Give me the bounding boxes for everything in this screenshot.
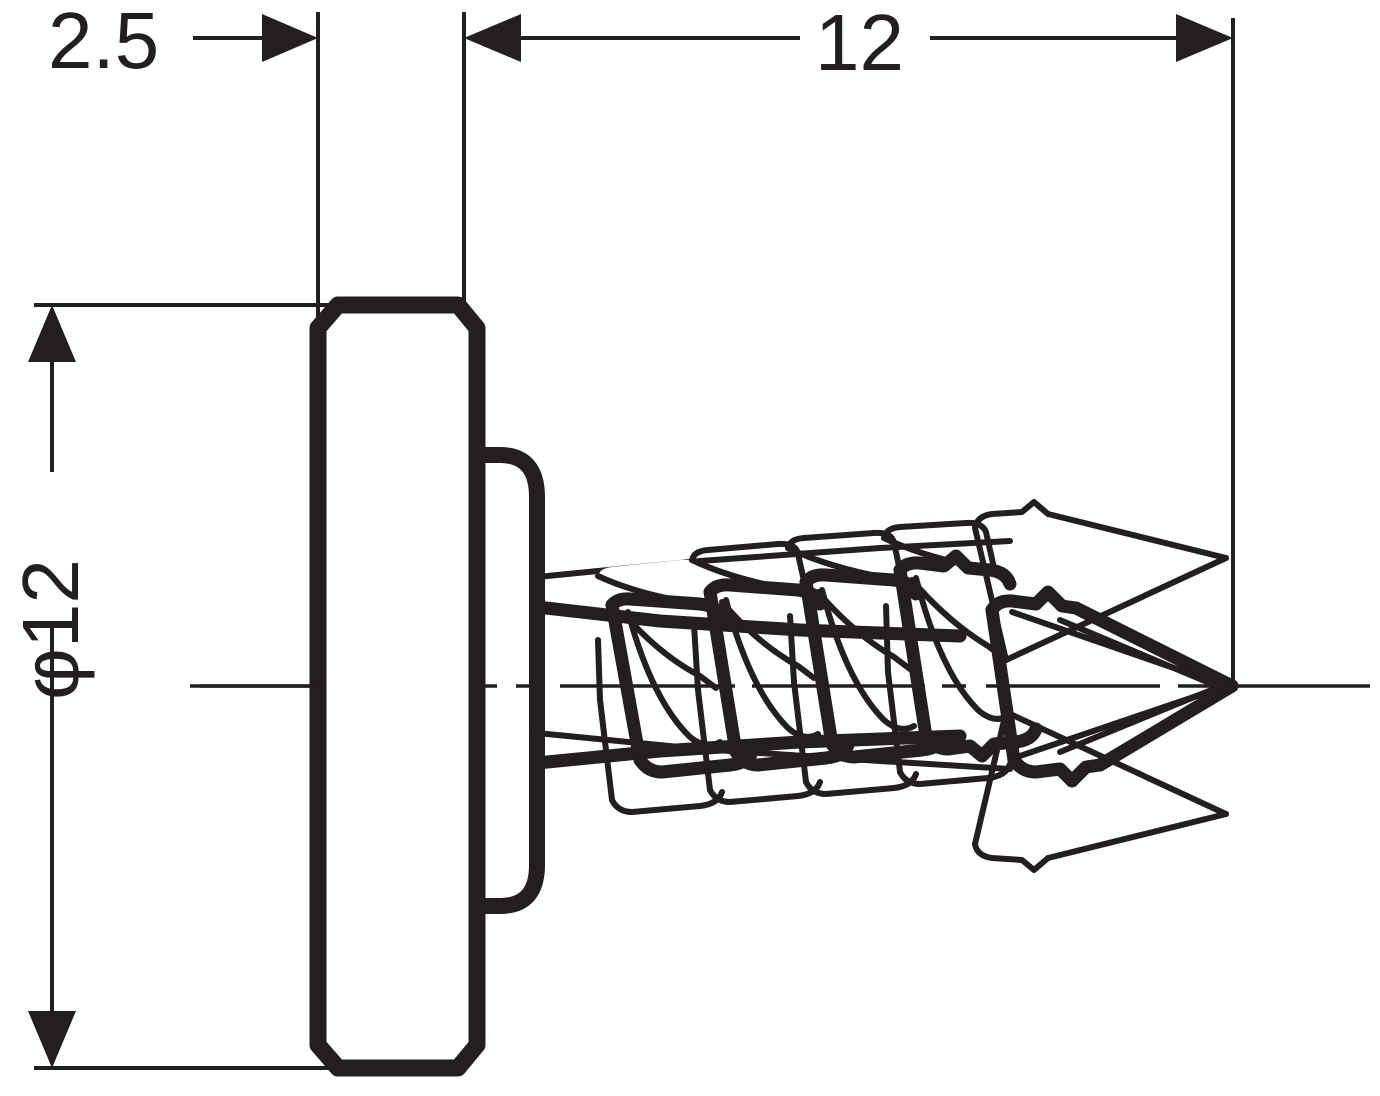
final-flight-upper-to-point: [1069, 601, 1239, 693]
dimension-label-thread-length: 12: [815, 0, 904, 87]
flight-4-back-left-edge: [883, 603, 903, 775]
thread-root-lower-thin: [534, 730, 1013, 772]
final-flight-upper-crest-notched: [985, 585, 1083, 617]
flight-1-front-left-slope: [605, 598, 647, 767]
arrowhead-down-phi12: [28, 1011, 76, 1068]
flight-3-front-left-slope: [799, 575, 839, 751]
flight-3-interior-b: [819, 587, 917, 732]
dimension-label-head-thickness: 2.5: [48, 0, 159, 85]
dimension-head-thickness: 2.5: [48, 0, 318, 85]
arrowhead-right-2p5: [262, 14, 318, 62]
arrowhead-left-12: [464, 14, 521, 62]
flight-5-back-bottom-to-point: [1003, 555, 1229, 663]
flight-1-interior-b: [625, 609, 723, 749]
tip-back-lower-line: [1057, 681, 1229, 755]
final-flight-left-edge: [985, 603, 1021, 767]
flight-1-back-left-edge: [595, 637, 615, 803]
thread-flight-5-back-lower: [972, 709, 1229, 873]
screw-head: [309, 296, 486, 1077]
flight-5-backlow-left-edge: [972, 709, 1009, 847]
dimension-head-diameter: φ12: [6, 305, 95, 1068]
final-flight-lower-crest-notched: [1007, 753, 1107, 788]
flight-5-back-top-to-point: [1045, 511, 1229, 561]
flight-5-backlow-top-to-point: [1003, 709, 1229, 817]
thread-tip-back-outline: [1057, 617, 1229, 755]
screw-shoulder: [469, 447, 545, 914]
flight-1-back-upper: [598, 559, 710, 604]
screw-thread: [595, 499, 1239, 873]
shoulder-outline: [469, 447, 545, 914]
flight-3-back-left-edge: [787, 613, 809, 785]
arrowhead-up-phi12: [28, 305, 76, 362]
flight-4-front-upper-crest-notched: [893, 549, 1017, 591]
dimension-label-head-diameter: φ12: [6, 559, 95, 700]
flight-2-interior-b: [723, 597, 821, 740]
head-outline-chamfered: [309, 296, 486, 1077]
flight-4-back-upper: [881, 519, 997, 571]
dimension-thread-length: 12: [464, 0, 1233, 87]
flight-5-backlow-bottom-to-point: [1045, 811, 1229, 861]
flight-4-interior-b: [913, 575, 1011, 722]
flight-2-front-left-slope: [703, 585, 743, 759]
thread-flight-4: [881, 519, 1043, 787]
arrowhead-right-12: [1176, 14, 1233, 62]
flight-1-back-lower: [609, 789, 725, 815]
flight-4-front-left-slope: [893, 563, 933, 743]
thread-flight-3: [785, 529, 951, 797]
thread-root-upper-thick: [530, 600, 967, 643]
flight-2-back-left-edge: [691, 622, 713, 793]
flight-5-back-top-notched: [972, 499, 1051, 531]
flight-5-backlow-bottom-notched: [972, 841, 1051, 873]
flight-4-front-lower-crest-notched: [919, 722, 1043, 763]
tip-back-upper-line: [1057, 617, 1229, 693]
final-flight-lower-to-point: [1093, 679, 1239, 772]
extension-lines: [34, 12, 1235, 1070]
flight-4-back-lower: [897, 761, 1013, 787]
flight-2-back-lower: [707, 779, 823, 805]
thread-flight-2: [689, 540, 855, 805]
